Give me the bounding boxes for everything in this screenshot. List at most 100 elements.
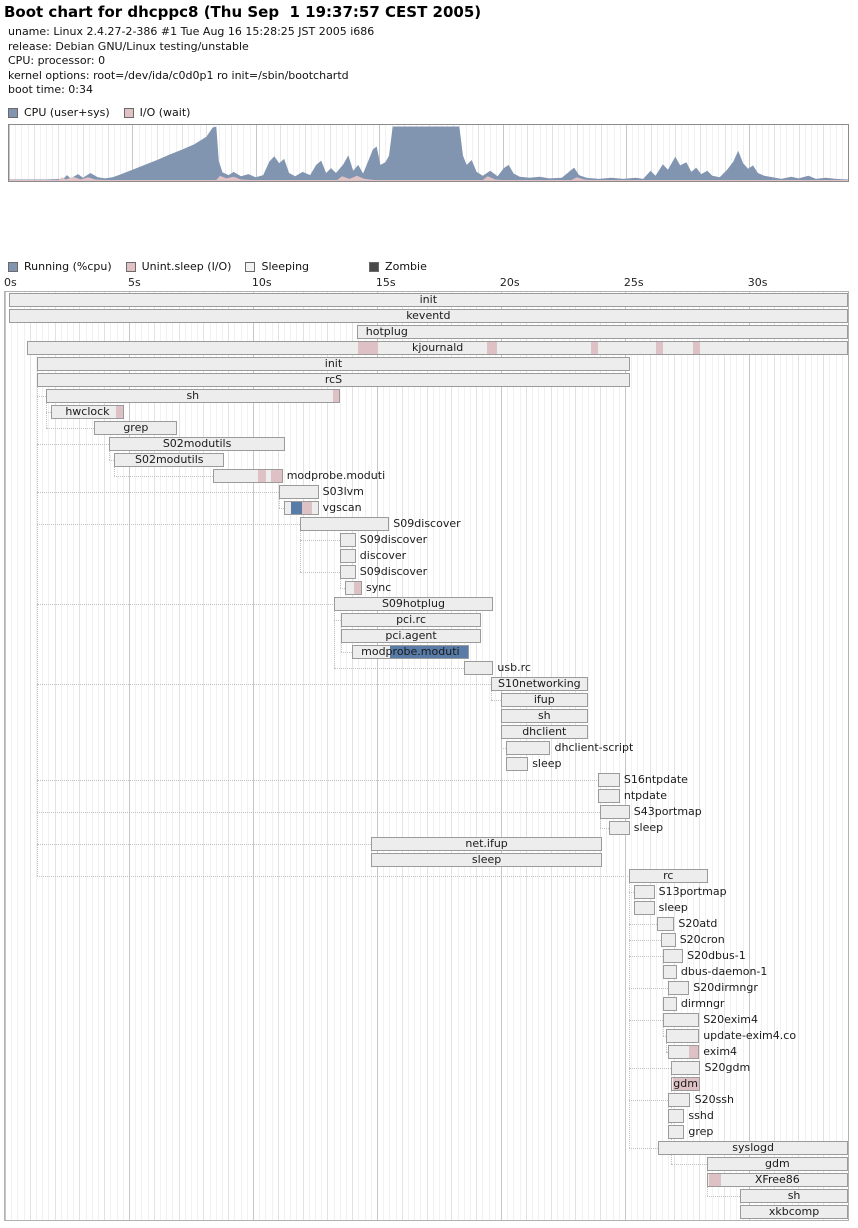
gridline — [798, 125, 800, 181]
process-tree-connector — [37, 444, 110, 445]
gridline — [348, 125, 350, 181]
gridline — [305, 125, 307, 181]
cpu-usage-chart — [8, 124, 849, 182]
gridline — [804, 292, 806, 1220]
gridline — [383, 292, 385, 1220]
gridline — [265, 292, 267, 1220]
gridline — [203, 292, 205, 1220]
legend-label: CPU (user+sys) — [24, 106, 110, 119]
gridline — [755, 125, 757, 181]
gridline — [841, 125, 843, 181]
gridline — [135, 292, 137, 1220]
gridline — [166, 292, 168, 1220]
gridline — [342, 125, 344, 181]
gridline — [420, 292, 422, 1220]
gridline — [358, 292, 360, 1220]
gridline — [668, 292, 670, 1220]
process-bar — [114, 453, 225, 467]
axis-tick-label: 10s — [251, 276, 272, 289]
gridline — [42, 292, 44, 1220]
process-bar — [463, 661, 494, 675]
process-bar — [352, 645, 469, 659]
gridline — [681, 125, 683, 181]
io-wait-segment — [302, 502, 313, 514]
process-tree-connector — [663, 1027, 665, 1036]
gridline — [724, 292, 725, 1220]
legend-item: Unint.sleep (I/O) — [125, 260, 231, 273]
gridline — [786, 292, 787, 1220]
process-tree-connector — [37, 780, 598, 781]
process-label: sleep — [471, 853, 502, 866]
gridline — [582, 125, 584, 181]
process-label: sh — [186, 389, 200, 402]
gridline — [314, 292, 316, 1220]
gridline — [209, 292, 211, 1220]
process-tree-connector — [37, 684, 491, 685]
legend-label: Sleeping — [261, 260, 310, 273]
gridline — [525, 292, 527, 1220]
gridline — [724, 125, 726, 181]
process-bar — [339, 533, 356, 547]
axis-tick-label: 15s — [375, 276, 396, 289]
legend-item: Running (%cpu) — [8, 260, 112, 273]
gridline — [224, 125, 226, 181]
process-tree-connector — [628, 1068, 671, 1069]
process-bar — [663, 965, 677, 979]
process-bar — [341, 613, 482, 627]
process-tree-connector — [628, 883, 630, 1148]
process-bar — [500, 693, 588, 707]
gridline — [169, 125, 171, 181]
gridline — [414, 292, 416, 1220]
process-label: discover — [359, 549, 407, 562]
io-wait-segment — [358, 342, 378, 354]
gridline — [401, 292, 403, 1220]
gridline — [76, 125, 78, 181]
gridline — [519, 292, 521, 1220]
process-bar — [668, 981, 690, 995]
axis-tick-label: 5s — [128, 276, 141, 289]
gridline — [693, 125, 695, 181]
process-label: S20dirmngr — [693, 981, 758, 994]
gridline — [650, 125, 652, 181]
gridline — [298, 125, 300, 181]
legend-swatch — [8, 107, 18, 118]
process-label: S20exim4 — [703, 1013, 759, 1026]
gridline — [823, 292, 825, 1220]
gridline — [655, 292, 657, 1220]
gridline — [507, 292, 509, 1220]
gridline — [138, 125, 140, 181]
gridline — [644, 125, 646, 181]
process-label: exim4 — [703, 1045, 738, 1058]
process-label: vgscan — [322, 501, 362, 514]
gridline — [631, 292, 633, 1220]
io-wait-segment — [257, 470, 267, 482]
gridline — [317, 125, 319, 181]
gridline — [178, 292, 180, 1220]
process-bar — [658, 1141, 848, 1155]
gridline — [333, 292, 335, 1220]
process-tree-connector — [339, 588, 345, 589]
process-label: sleep — [633, 821, 664, 834]
process-bar — [339, 565, 356, 579]
legend-swatch — [369, 261, 380, 272]
gridline — [780, 125, 782, 181]
gridline — [587, 292, 589, 1220]
process-tree-connector — [37, 812, 600, 813]
process-tree-connector — [500, 739, 502, 748]
process-label: net.ifup — [465, 837, 508, 850]
process-bar — [344, 581, 363, 595]
legend-swatch — [8, 261, 18, 272]
process-tree-connector — [670, 1164, 707, 1165]
info-line: boot time: 0:34 — [8, 83, 94, 97]
process-tree-connector — [341, 643, 342, 652]
gridline — [52, 125, 54, 181]
gridline — [79, 292, 81, 1220]
gridline — [67, 292, 68, 1220]
process-label: dhclient-script — [554, 741, 634, 754]
process-label: S43portmap — [633, 805, 702, 818]
process-label: S16ntpdate — [623, 773, 688, 786]
gridline — [755, 292, 756, 1220]
gridline — [817, 292, 818, 1220]
